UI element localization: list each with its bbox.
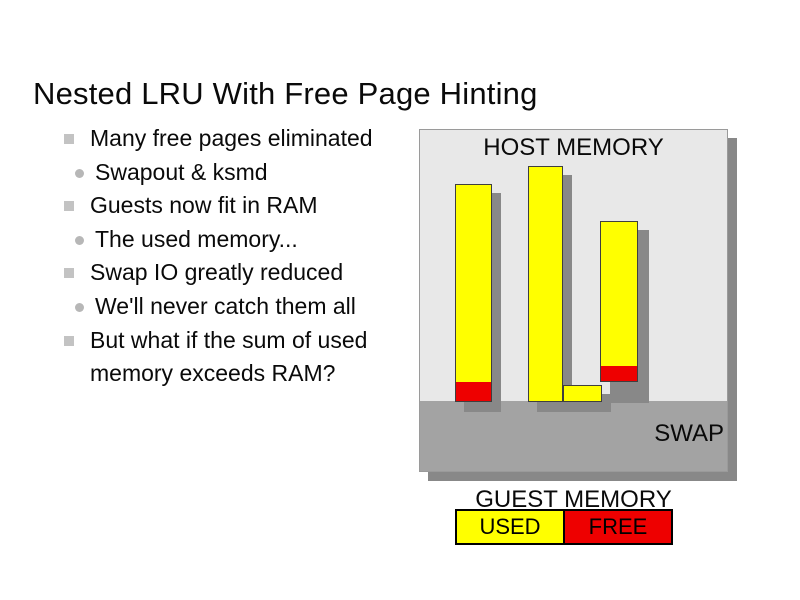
bullet-circle-icon [75,168,84,178]
bullet-item: Swapout & ksmd [63,156,408,190]
guest-bar-2-used-segment [529,167,562,401]
legend-free-label: FREE [588,514,648,539]
bullet-text: Swap IO greatly reduced [90,259,344,286]
bullet-item: Guests now fit in RAM [63,189,408,223]
bullet-text: We'll never catch them all [95,292,356,319]
guest-bar-1-free-segment [456,382,491,401]
bullet-square-icon [64,134,74,144]
guest-bar-1 [455,184,492,402]
bullet-item: Swap IO greatly reduced [63,256,408,290]
guest-bar-1-used-segment [456,185,491,382]
swap-region: SWAP [420,401,727,471]
bullet-text: Swapout & ksmd [95,158,268,185]
host-memory-label: HOST MEMORY [483,134,664,161]
bullet-circle-icon [75,235,84,245]
bullet-square-icon [64,268,74,279]
swap-label: SWAP [654,420,724,447]
bullet-item: Many free pages eliminated [63,122,408,156]
bullet-list: Many free pages eliminated Swapout & ksm… [63,122,408,391]
bullet-square-icon [64,335,74,346]
bullet-item: The used memory... [63,223,408,257]
legend-free-swatch: FREE [565,511,671,543]
guest-bar-3 [600,221,638,382]
guest-bar-2-overflow [563,385,602,402]
guest-bar-3-free-segment [601,366,637,381]
guest-bar-3-used-segment [601,222,637,366]
legend-used-label: USED [479,514,541,539]
bullet-item: We'll never catch them all [63,290,408,324]
bullet-item: But what if the sum of used memory excee… [63,324,408,391]
bullet-text: But what if the sum of used memory excee… [90,326,368,387]
guest-memory-legend: USED FREE [455,509,673,545]
bullet-square-icon [64,201,74,212]
bullet-text: Many free pages eliminated [90,125,373,151]
guest-bar-2 [528,166,563,402]
legend-used-swatch: USED [457,511,565,543]
bullet-circle-icon [75,302,84,312]
guest-bar-2-overflow-used-segment [564,386,601,401]
guest-memory-label: GUEST MEMORY [475,486,672,513]
slide-title: Nested LRU With Free Page Hinting [33,76,538,111]
bullet-text: Guests now fit in RAM [90,192,318,219]
bullet-text: The used memory... [95,225,298,252]
